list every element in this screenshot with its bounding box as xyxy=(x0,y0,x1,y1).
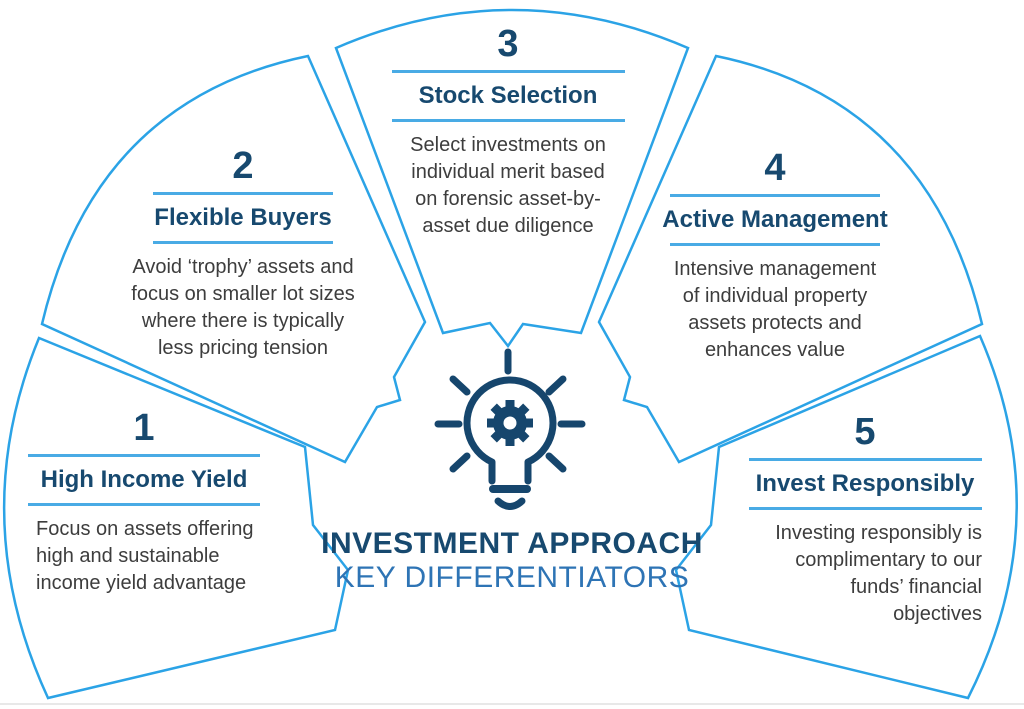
divider-line xyxy=(28,454,260,457)
segment-5-shape xyxy=(674,334,1018,700)
bulb-tip-arc xyxy=(494,497,526,510)
center-title-line2: KEY DIFFERENTIATORS xyxy=(334,561,690,594)
segment-1-title: High Income Yield xyxy=(40,466,248,493)
segment-3-body: Select investments on individual merit b… xyxy=(410,134,606,237)
lightbulb-gear-icon xyxy=(434,348,586,510)
divider-line xyxy=(670,243,880,246)
segment-5-body: Investing responsibly is complimentary t… xyxy=(775,522,982,625)
segment-1-shape xyxy=(2,336,350,700)
segment-4-body: Intensive management of individual prope… xyxy=(673,258,877,361)
divider-line xyxy=(391,119,625,122)
divider-line xyxy=(153,241,333,244)
segment-1: 1 High Income Yield Focus on assets offe… xyxy=(28,408,260,597)
center-title: INVESTMENT APPROACH KEY DIFFERENTIATORS xyxy=(312,527,712,595)
segment-2: 2 Flexible Buyers Avoid ‘trophy’ assets … xyxy=(118,146,368,362)
bulb-ray-lower-left xyxy=(449,452,471,473)
segment-5-title: Invest Responsibly xyxy=(755,470,975,497)
segment-4-title: Active Management xyxy=(662,206,888,233)
bulb-outline xyxy=(463,376,557,485)
segment-2-shape xyxy=(40,54,427,464)
bulb-ray-lower-right xyxy=(545,452,567,473)
center-title-line1: INVESTMENT APPROACH xyxy=(321,527,703,560)
bottom-rule xyxy=(0,703,1024,705)
gear-hole xyxy=(503,416,517,430)
segment-2-number: 2 xyxy=(232,145,254,187)
bulb-ray-upper-left xyxy=(449,375,471,396)
segment-3: 3 Stock Selection Select investments on … xyxy=(378,24,638,240)
divider-line xyxy=(748,507,982,510)
segment-3-title: Stock Selection xyxy=(418,82,598,109)
divider-line xyxy=(28,503,260,506)
divider-line xyxy=(391,70,625,73)
segment-2-title: Flexible Buyers xyxy=(154,204,332,231)
divider-line xyxy=(670,194,880,197)
segment-4-number: 4 xyxy=(764,147,786,189)
bulb-ray-upper-right xyxy=(545,375,567,396)
segment-5-number: 5 xyxy=(854,411,876,453)
segment-4-shape xyxy=(597,54,984,464)
segment-3-number: 3 xyxy=(497,23,519,65)
segment-5: 5 Invest Responsibly Investing responsib… xyxy=(742,412,988,628)
divider-line xyxy=(748,458,982,461)
segment-1-body: Focus on assets offering high and sustai… xyxy=(36,518,254,594)
segment-2-body: Avoid ‘trophy’ assets and focus on small… xyxy=(131,256,355,359)
segment-1-number: 1 xyxy=(133,407,155,449)
segment-3-shape xyxy=(334,8,690,349)
gear-icon xyxy=(487,400,533,446)
segment-4: 4 Active Management Intensive management… xyxy=(650,148,900,364)
divider-line xyxy=(153,192,333,195)
